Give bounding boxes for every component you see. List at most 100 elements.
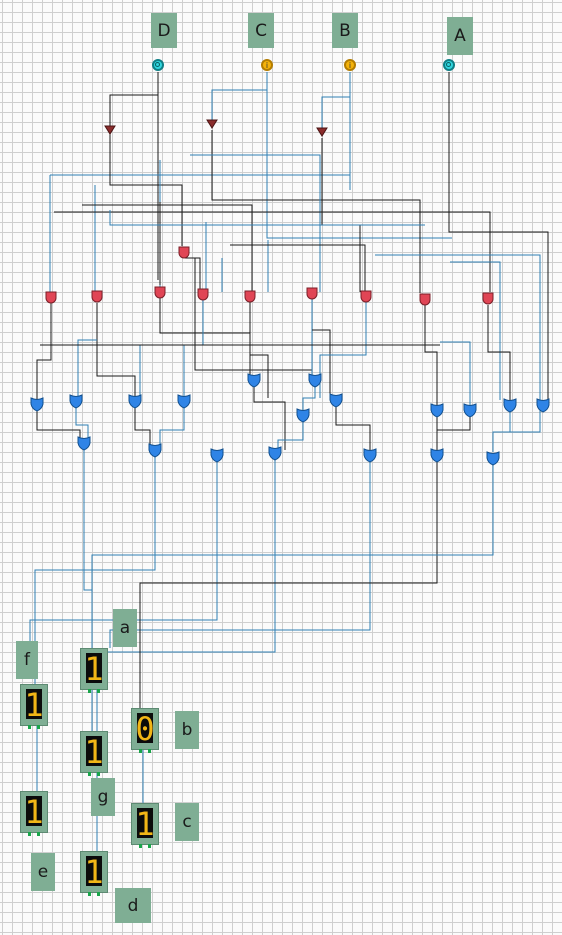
segment-label-g: g	[91, 778, 115, 816]
and-gate-0[interactable]	[45, 291, 57, 304]
wire-34	[312, 329, 331, 398]
wire-29	[77, 339, 97, 398]
input-pin-d[interactable]	[152, 59, 164, 71]
display-a: 1	[80, 648, 108, 693]
and-gate-8[interactable]	[482, 292, 494, 305]
wire-9	[109, 134, 183, 246]
or-gate-7[interactable]	[329, 393, 343, 408]
display-f: 1	[20, 684, 48, 729]
segment-label-d: d	[115, 888, 151, 923]
wire-45	[253, 387, 286, 450]
display-c: 1	[131, 803, 159, 848]
wire-24	[185, 257, 201, 292]
wire-38	[440, 341, 471, 405]
or-gate-1[interactable]	[69, 394, 83, 409]
wire-28	[96, 303, 136, 398]
wire-37	[487, 305, 511, 400]
wire-50	[437, 415, 471, 431]
and-gate-5[interactable]	[306, 287, 318, 300]
display-b-digit: 0	[135, 710, 155, 748]
and-gate-1[interactable]	[91, 290, 103, 303]
wire-41	[36, 410, 81, 440]
wire-4	[321, 72, 351, 128]
wire-32	[249, 301, 269, 398]
wire-27	[36, 302, 52, 400]
wire-44	[159, 408, 185, 445]
wire-42	[75, 408, 89, 440]
and-gate-9[interactable]	[178, 246, 190, 259]
wire-22	[375, 254, 541, 400]
display-g-digit: 1	[84, 733, 104, 771]
wire-59	[91, 465, 494, 731]
wire-2	[211, 72, 268, 120]
not-gate-2[interactable]	[316, 127, 328, 137]
wire-56	[108, 458, 276, 653]
display-d: 1	[80, 851, 108, 896]
input-pin-b[interactable]: i	[344, 59, 356, 71]
wire-46	[302, 385, 316, 410]
wire-6	[448, 72, 549, 400]
or-gate-17[interactable]	[430, 448, 444, 463]
wire-15	[82, 204, 253, 292]
wire-36	[424, 305, 438, 405]
wire-0	[109, 72, 159, 126]
not-gate-1[interactable]	[206, 119, 218, 129]
wire-3	[266, 90, 452, 239]
wire-21	[230, 244, 366, 292]
display-a-digit: 1	[84, 650, 104, 688]
or-gate-10[interactable]	[503, 398, 517, 413]
display-e-digit: 1	[24, 793, 44, 831]
wire-48	[335, 406, 371, 450]
or-gate-4[interactable]	[247, 373, 261, 388]
or-gate-2[interactable]	[128, 394, 142, 409]
or-gate-15[interactable]	[268, 446, 282, 461]
or-gate-8[interactable]	[430, 403, 444, 418]
wire-14	[54, 211, 491, 292]
wire-30	[159, 298, 251, 375]
input-pin-c[interactable]: i	[261, 59, 273, 71]
wire-19	[109, 210, 425, 226]
wire-11	[211, 130, 421, 293]
and-gate-6[interactable]	[360, 290, 372, 303]
and-gate-2[interactable]	[154, 286, 166, 299]
input-label-d: D	[151, 13, 177, 48]
segment-label-c: c	[175, 803, 199, 841]
and-gate-7[interactable]	[419, 293, 431, 306]
wire-35	[319, 302, 367, 398]
wire-58	[139, 458, 438, 708]
display-b: 0	[131, 708, 159, 753]
display-g: 1	[80, 731, 108, 776]
wire-31	[183, 300, 204, 398]
input-label-a: A	[447, 17, 473, 55]
or-gate-13[interactable]	[148, 443, 162, 458]
wire-53	[83, 450, 93, 648]
or-gate-16[interactable]	[363, 448, 377, 463]
or-gate-3[interactable]	[177, 394, 191, 409]
or-gate-14[interactable]	[210, 448, 224, 463]
or-gate-9[interactable]	[463, 403, 477, 418]
or-gate-6[interactable]	[296, 408, 310, 423]
wire-23	[450, 261, 501, 400]
wire-54	[34, 455, 156, 685]
input-pin-a[interactable]	[443, 59, 455, 71]
and-gate-4[interactable]	[244, 290, 256, 303]
wire-52	[500, 410, 541, 433]
segment-label-e: e	[31, 853, 55, 891]
display-e: 1	[20, 791, 48, 836]
display-f-digit: 1	[24, 686, 44, 724]
or-gate-5[interactable]	[308, 373, 322, 388]
and-gate-3[interactable]	[197, 288, 209, 301]
display-c-digit: 1	[135, 805, 155, 843]
wire-13	[190, 154, 321, 292]
wire-51	[492, 410, 511, 452]
wire-7	[50, 174, 351, 190]
or-gate-0[interactable]	[30, 397, 44, 412]
wire-47	[277, 420, 304, 450]
or-gate-12[interactable]	[77, 436, 91, 451]
or-gate-18[interactable]	[486, 451, 500, 466]
not-gate-0[interactable]	[104, 125, 116, 135]
or-gate-11[interactable]	[536, 398, 550, 413]
segment-label-a: a	[113, 609, 137, 647]
